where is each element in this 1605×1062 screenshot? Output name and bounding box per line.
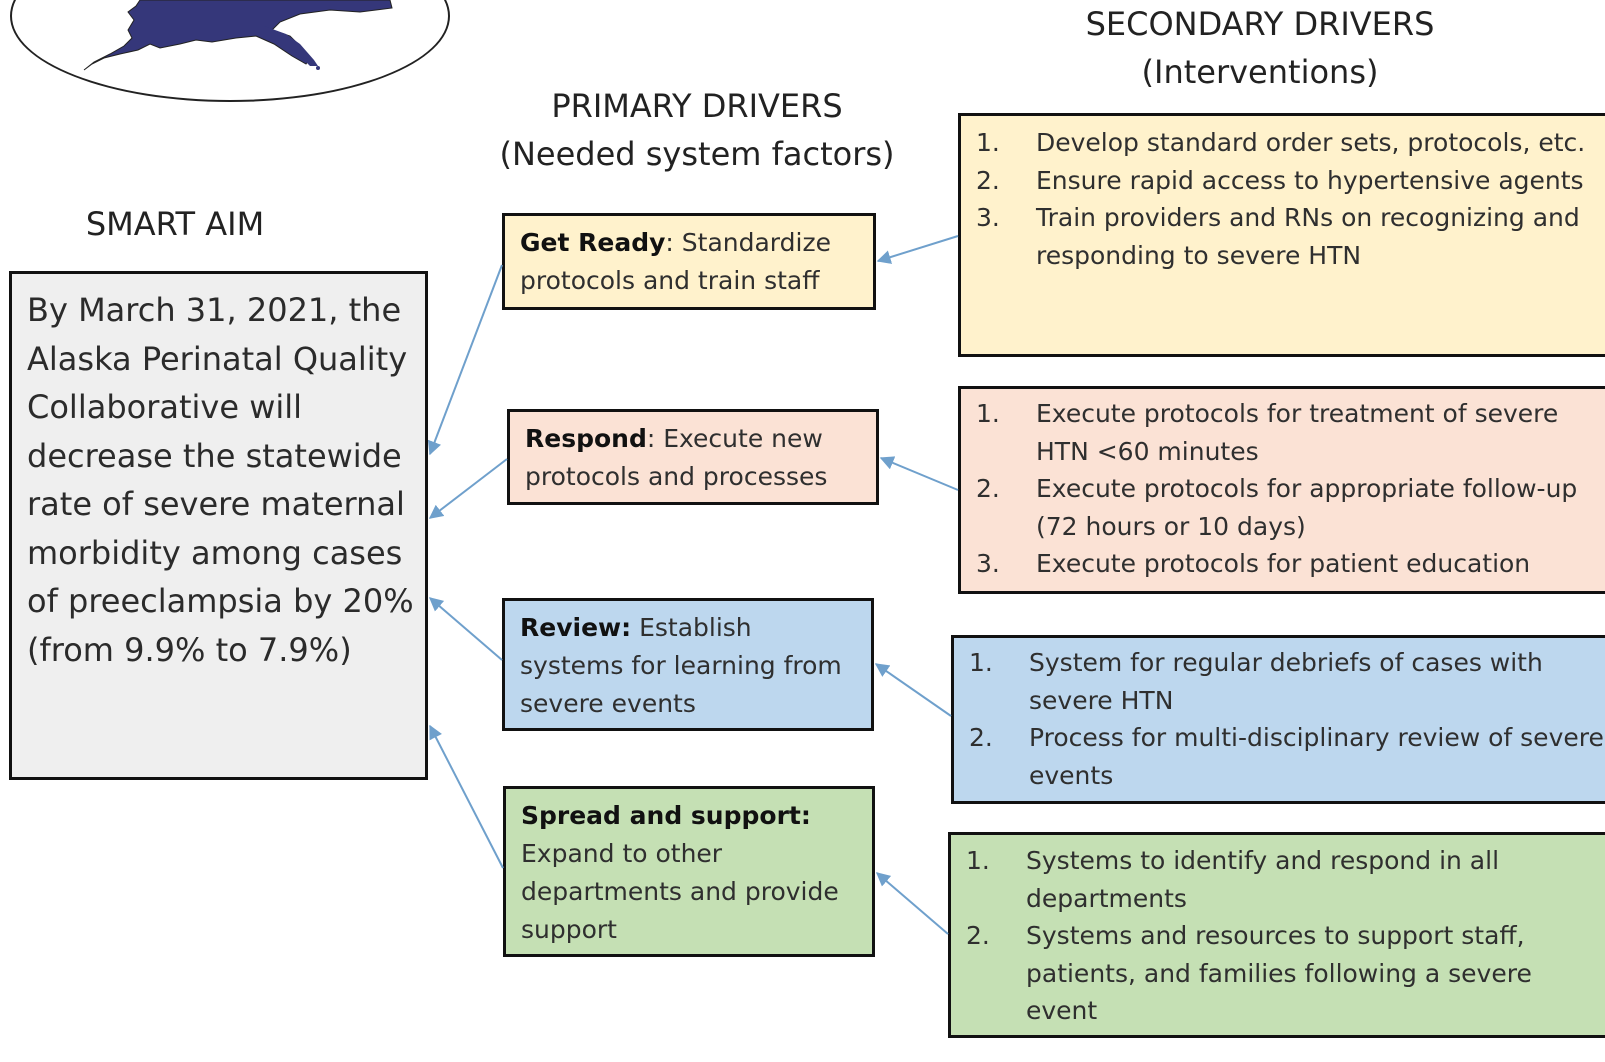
primary-driver-respond: Respond: Execute new protocols and proce… [507,409,879,505]
list-item: 2. Execute protocols for appropriate foll… [961,470,1605,545]
primary-driver-text: Execute new protocols and processes [525,424,828,491]
arrow-primary-4-to-aim [429,724,504,869]
primary-drivers-header: PRIMARY DRIVERS (Needed system factors) [487,82,907,178]
primary-drivers-title: PRIMARY DRIVERS [551,87,843,125]
list-text: Execute protocols for patient education [1036,549,1531,579]
list-item: 1. Execute protocols for treatment of sev… [961,395,1605,470]
list-number: 2. [969,723,993,753]
primary-driver-separator: : [665,228,682,257]
list-text: System for regular debriefs of cases wit… [1029,648,1543,715]
list-text: Execute protocols for treatment of sever… [1036,399,1559,466]
list-item: 1. Systems to identify and respond in all… [951,842,1605,917]
arrow-secondary-4-to-primary-4 [875,872,949,935]
list-number: 1. [966,846,990,875]
list-text: Train providers and RNs on recognizing a… [1036,203,1580,270]
arrow-secondary-2-to-primary-2 [879,456,959,491]
list-text: Systems to identify and respond in all d… [1026,846,1500,913]
primary-driver-label: Get Ready [520,228,666,257]
list-number: 2. [966,921,990,951]
primary-driver-spread-and-support: Spread and support: Expand to other depa… [503,786,875,957]
list-number: 1. [976,399,1000,428]
secondary-drivers-review: 1. System for regular debriefs of cases w… [951,635,1605,804]
list-text: Execute protocols for appropriate follow… [1036,474,1578,541]
secondary-drivers-header: SECONDARY DRIVERS (Interventions) [1060,0,1460,96]
primary-drivers-subtitle: (Needed system factors) [499,135,895,173]
list-text: Ensure rapid access to hypertensive agen… [1036,165,1584,195]
secondary-drivers-subtitle: (Interventions) [1141,53,1379,91]
primary-driver-text: Expand to other departments and provide … [521,839,839,944]
aim-text: By March 31, 2021, the Alaska Perinatal … [27,291,414,669]
primary-driver-label: Review: [520,613,632,642]
list-number: 3. [976,203,1000,233]
list-number: 3. [976,549,1000,579]
primary-driver-label: Spread and support: [521,801,811,830]
list-item: 3. Execute protocols for patient educatio… [961,545,1605,583]
arrow-primary-3-to-aim [428,597,503,661]
list-item: 2. Ensure rapid access to hypertensive ag… [961,162,1605,200]
arrow-primary-2-to-aim [428,458,508,519]
smart-aim-header: SMART AIM [85,205,265,243]
list-text: Process for multi-disciplinary review of… [1029,723,1604,790]
primary-driver-get-ready: Get Ready: Standardize protocols and tra… [502,213,876,310]
secondary-drivers-get-ready: 1. Develop standard order sets, protocols… [958,113,1605,357]
list-item: 1. Develop standard order sets, protocols… [961,124,1605,162]
list-item: 1. System for regular debriefs of cases w… [954,644,1605,719]
primary-driver-separator: : [646,424,664,453]
primary-driver-label: Respond [525,424,647,453]
primary-driver-text: Establish systems for learning from seve… [520,613,842,718]
secondary-drivers-respond: 1. Execute protocols for treatment of sev… [958,386,1605,594]
list-number: 2. [976,474,1000,504]
primary-driver-review: Review: Establish systems for learning f… [502,598,874,731]
aim-box: By March 31, 2021, the Alaska Perinatal … [9,271,428,780]
secondary-drivers-title: SECONDARY DRIVERS [1085,5,1435,43]
list-item: 2. Process for multi-disciplinary review … [954,719,1605,794]
arrow-secondary-3-to-primary-3 [874,663,952,717]
primary-driver-text: Standardize protocols and train staff [520,228,831,295]
list-number: 2. [976,165,1000,195]
alaska-map-icon [83,0,393,71]
list-text: Develop standard order sets, protocols, … [1036,128,1586,157]
list-number: 1. [969,648,993,677]
list-item: 2. Systems and resources to support staff… [951,917,1605,1030]
list-text: Systems and resources to support staff, … [1026,921,1532,1026]
list-item: 3. Train providers and RNs on recognizing… [961,199,1605,274]
list-number: 1. [976,128,1000,157]
primary-driver-separator [631,613,639,642]
arrow-primary-1-to-aim [427,264,503,456]
arrow-secondary-1-to-primary-1 [876,235,959,264]
secondary-drivers-spread-and-support: 1. Systems to identify and respond in all… [948,832,1605,1038]
